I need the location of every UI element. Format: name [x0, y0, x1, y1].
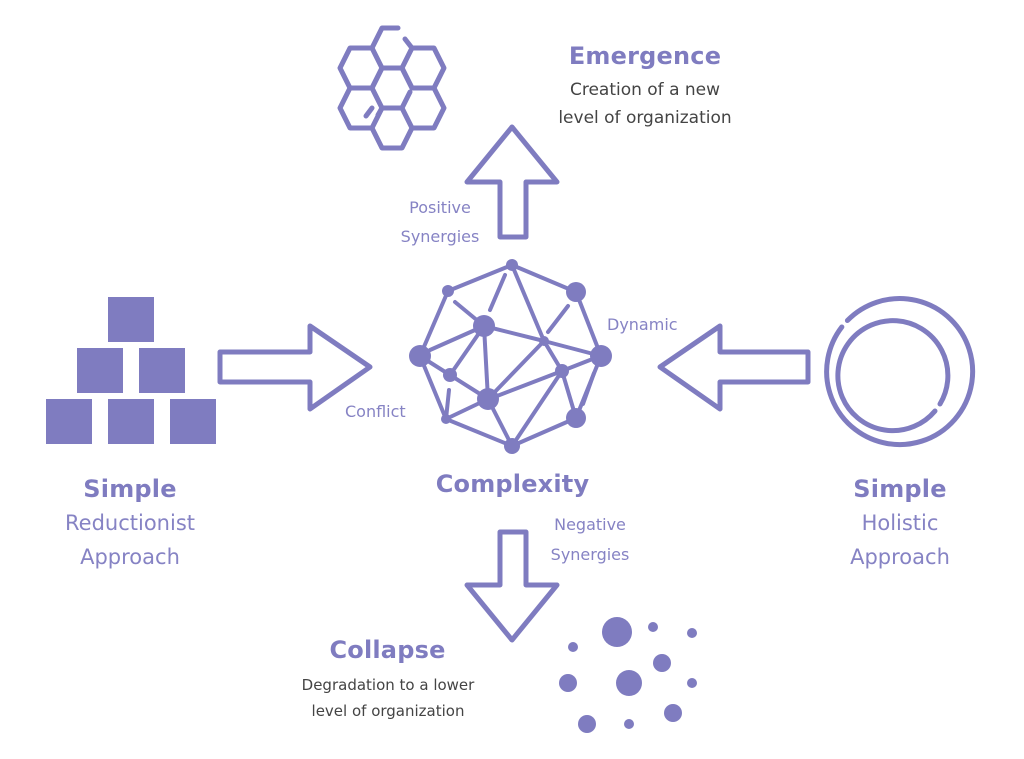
dynamic-label: Dynamic	[607, 315, 678, 334]
holistic-line2: Approach	[850, 545, 950, 569]
dot	[616, 670, 642, 696]
network-node	[473, 315, 495, 337]
concentric-rings-icon	[824, 296, 976, 448]
dot	[648, 622, 658, 632]
positive-synergies-line1: Positive	[409, 198, 471, 217]
conflict-label: Conflict	[345, 402, 406, 421]
emergence-title: Emergence	[568, 42, 722, 70]
stacked-blocks-icon	[46, 297, 216, 444]
network-node	[555, 364, 569, 378]
dot	[602, 617, 632, 647]
network-node	[443, 368, 457, 382]
negative-synergies-line1: Negative	[554, 515, 626, 534]
block	[170, 399, 216, 444]
block	[139, 348, 185, 393]
block	[46, 399, 92, 444]
network-node	[506, 259, 518, 271]
hexagon-cluster-icon	[337, 25, 447, 151]
emergence-desc-line2: level of organization	[558, 108, 732, 128]
network-node	[539, 336, 549, 346]
scattered-dots-icon	[559, 617, 697, 733]
negative-synergies-line2: Synergies	[550, 545, 630, 564]
complexity-title: Complexity	[435, 470, 590, 498]
right-arrow	[217, 323, 373, 412]
network-node	[441, 414, 451, 424]
dot	[568, 642, 578, 652]
block	[77, 348, 123, 393]
network-node	[477, 388, 499, 410]
emergence-desc-line1: Creation of a new	[569, 80, 721, 100]
dot	[687, 678, 697, 688]
collapse-desc-line2: level of organization	[311, 702, 465, 720]
network-node	[566, 282, 586, 302]
dot	[624, 719, 634, 729]
block	[108, 297, 154, 342]
dot	[578, 715, 596, 733]
dot	[664, 704, 682, 722]
collapse-desc-line1: Degradation to a lower	[301, 676, 475, 694]
block	[108, 399, 154, 444]
dot	[559, 674, 577, 692]
network-node	[409, 345, 431, 367]
network-node	[590, 345, 612, 367]
reductionist-line2: Approach	[80, 545, 180, 569]
dot	[687, 628, 697, 638]
holistic-line1: Holistic	[861, 511, 939, 535]
reductionist-line1: Reductionist	[65, 511, 195, 535]
reductionist-title: Simple	[83, 475, 177, 503]
network-node	[566, 408, 586, 428]
positive-synergies-line2: Synergies	[400, 227, 480, 246]
left-arrow	[657, 323, 811, 412]
network-graph-icon	[409, 259, 612, 454]
down-arrow	[464, 529, 560, 643]
network-nodes	[409, 259, 612, 454]
holistic-title: Simple	[853, 475, 947, 503]
dot	[653, 654, 671, 672]
collapse-title: Collapse	[329, 636, 446, 664]
up-arrow	[464, 124, 560, 240]
network-node	[504, 438, 520, 454]
network-node	[442, 285, 454, 297]
